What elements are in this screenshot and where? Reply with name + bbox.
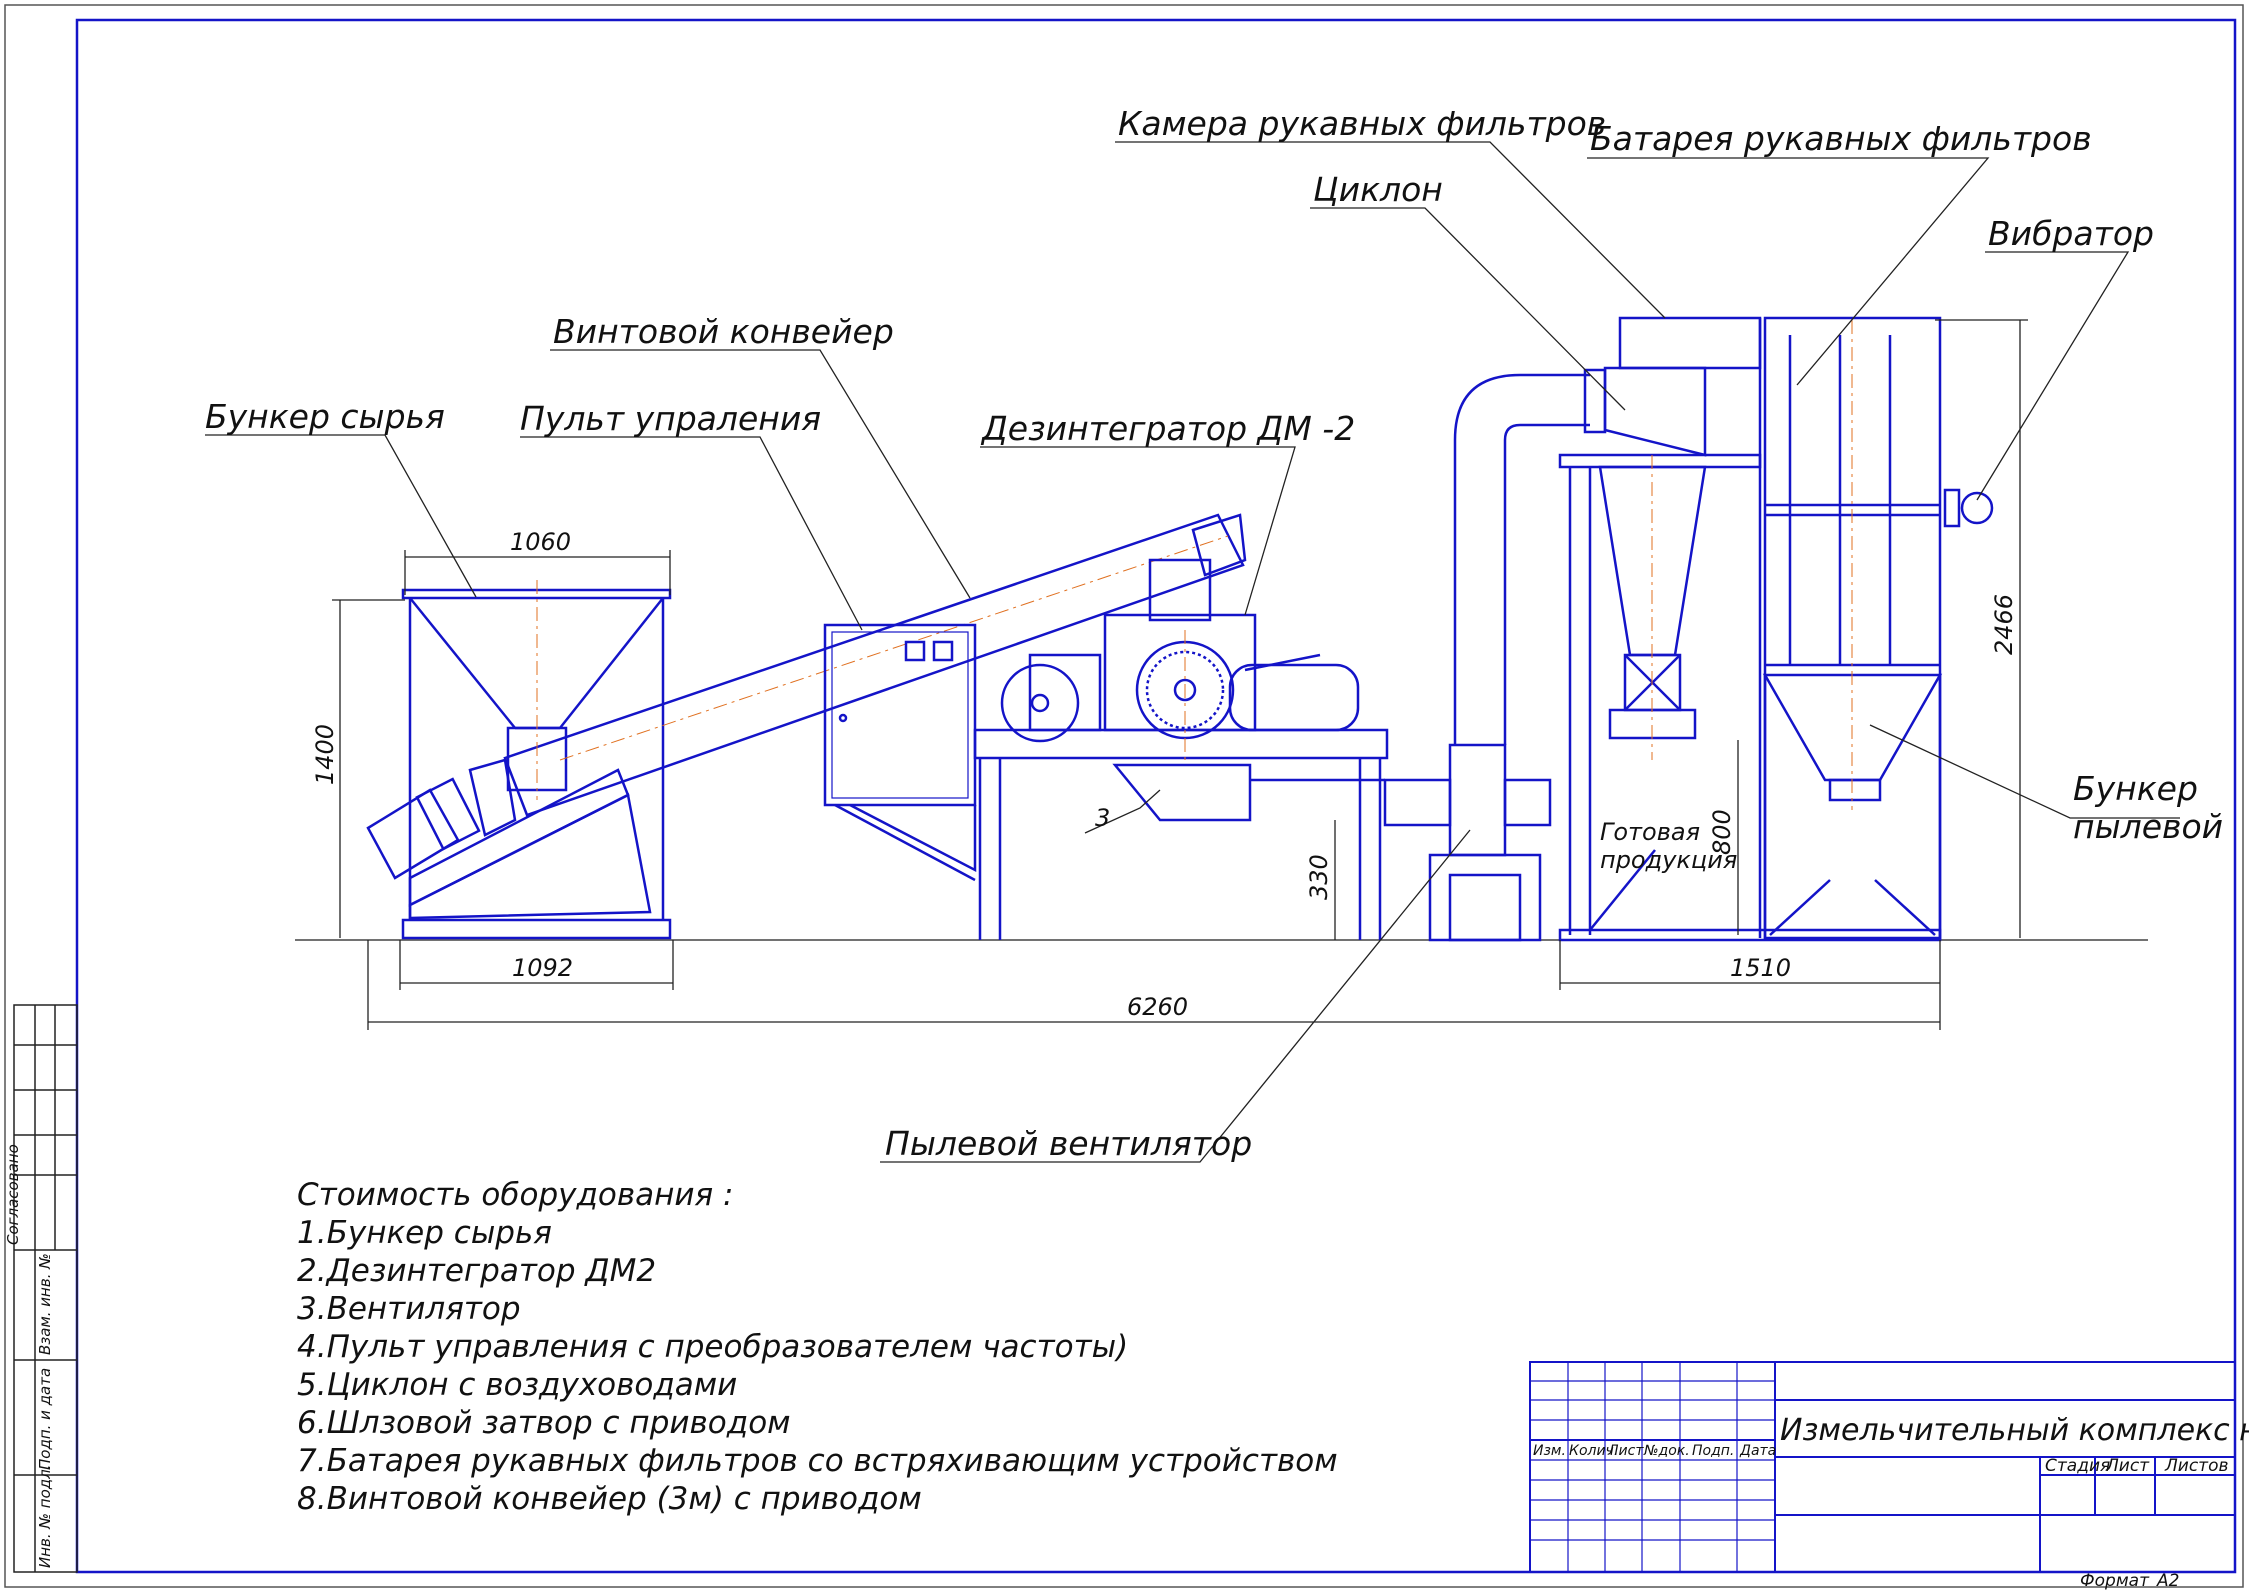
label-filter-chamber: Камера рукавных фильтров: [1118, 104, 1606, 143]
equipment-list-title: Стоимость оборудования :: [297, 1177, 734, 1213]
label-disintegrator: Дезинтегратор ДМ -2: [980, 409, 1355, 448]
title-block-header: Колич.: [1569, 1443, 1618, 1459]
air-duct: [1453, 368, 1607, 745]
title-block-stage-header: Стадия: [2045, 1456, 2110, 1476]
outer-sheet-border: [4, 4, 2244, 1588]
side-stamp-label: Согласовано: [4, 1144, 22, 1245]
label-dust-hopper-line2: пылевой: [2073, 807, 2223, 846]
title-block-header: №док.: [1643, 1443, 1690, 1459]
label-control-panel: Пульт упраления: [520, 399, 821, 438]
equipment-list-item: 6.Шлзовой затвор с приводом: [297, 1405, 791, 1441]
title-block-header: Лист: [1607, 1443, 1644, 1459]
side-stamp-grid: [13, 1004, 78, 1573]
side-stamp-label: Подп. и дата: [36, 1368, 54, 1470]
title-block-header: Дата: [1739, 1443, 1776, 1459]
dim-filter-width: 1510: [1730, 954, 1791, 982]
equipment-list-item: 1.Бункер сырья: [297, 1215, 552, 1251]
dim-hopper-base-width: 1092: [512, 954, 573, 982]
equipment-list-item: 4.Пульт управления с преобразователем ча…: [297, 1329, 1128, 1365]
label-filter-battery: Батарея рукавных фильтров: [1590, 119, 2092, 158]
document-title: Измельчительный комплекс на базе ДМ2: [1780, 1413, 2249, 1448]
title-block-grid: [1529, 1361, 2236, 1573]
label-vibrator: Вибратор: [1988, 214, 2154, 253]
dust-fan: [1383, 743, 1552, 942]
equipment-list-item: 8.Винтовой конвейер (3м) с приводом: [297, 1481, 922, 1517]
vibrator-icon: [1960, 491, 1994, 525]
label-dust-fan: Пылевой вентилятор: [885, 1124, 1252, 1163]
dim-hopper-height: 1400: [311, 724, 339, 785]
control-panel-cabinet: [823, 623, 977, 882]
title-block-stage-header: Листов: [2164, 1456, 2229, 1476]
side-stamp-label: Взам. инв. №: [36, 1253, 54, 1355]
dimension-lines: [332, 319, 2028, 1030]
dim-total-length: 6260: [1127, 993, 1188, 1021]
dim-hopper-top-width: 1060: [510, 528, 571, 556]
cyclone-and-filter-unit: [1558, 316, 1994, 942]
title-block-header: Изм.: [1533, 1443, 1566, 1459]
label-finished-line2: продукция: [1600, 846, 1737, 874]
format-value: А2: [2156, 1571, 2179, 1591]
label-finished-line1: Готовая: [1600, 818, 1700, 846]
drawing-frame: [75, 18, 2237, 1574]
dim-filter-height: 2466: [1990, 594, 2018, 655]
equipment-list-item: 5.Циклон с воздуховодами: [297, 1367, 737, 1403]
label-cyclone: Циклон: [1313, 170, 1443, 209]
equipment-list-item: 7.Батарея рукавных фильтров со встряхива…: [297, 1443, 1338, 1479]
label-position-3: 3: [1095, 804, 1110, 832]
label-hopper: Бункер сырья: [205, 397, 445, 436]
dim-outlet-height: 800: [1708, 809, 1736, 855]
title-block-header: Подп.: [1692, 1443, 1734, 1459]
side-stamp-label: Инв. № подл.: [36, 1465, 54, 1568]
raw-material-hopper: [366, 588, 672, 940]
equipment-list-item: 2.Дезинтегратор ДМ2: [297, 1253, 656, 1289]
format-label: Формат: [2080, 1571, 2150, 1591]
disintegrator-dm2: [973, 558, 1389, 940]
equipment-list-item: 3.Вентилятор: [297, 1291, 521, 1327]
label-dust-hopper-line1: Бункер: [2073, 769, 2198, 808]
leader-lines: [205, 141, 2180, 1163]
dim-table-height: 330: [1305, 854, 1333, 900]
label-screw-conveyor: Винтовой конвейер: [553, 312, 894, 351]
title-block-stage-header: Лист: [2105, 1456, 2150, 1476]
